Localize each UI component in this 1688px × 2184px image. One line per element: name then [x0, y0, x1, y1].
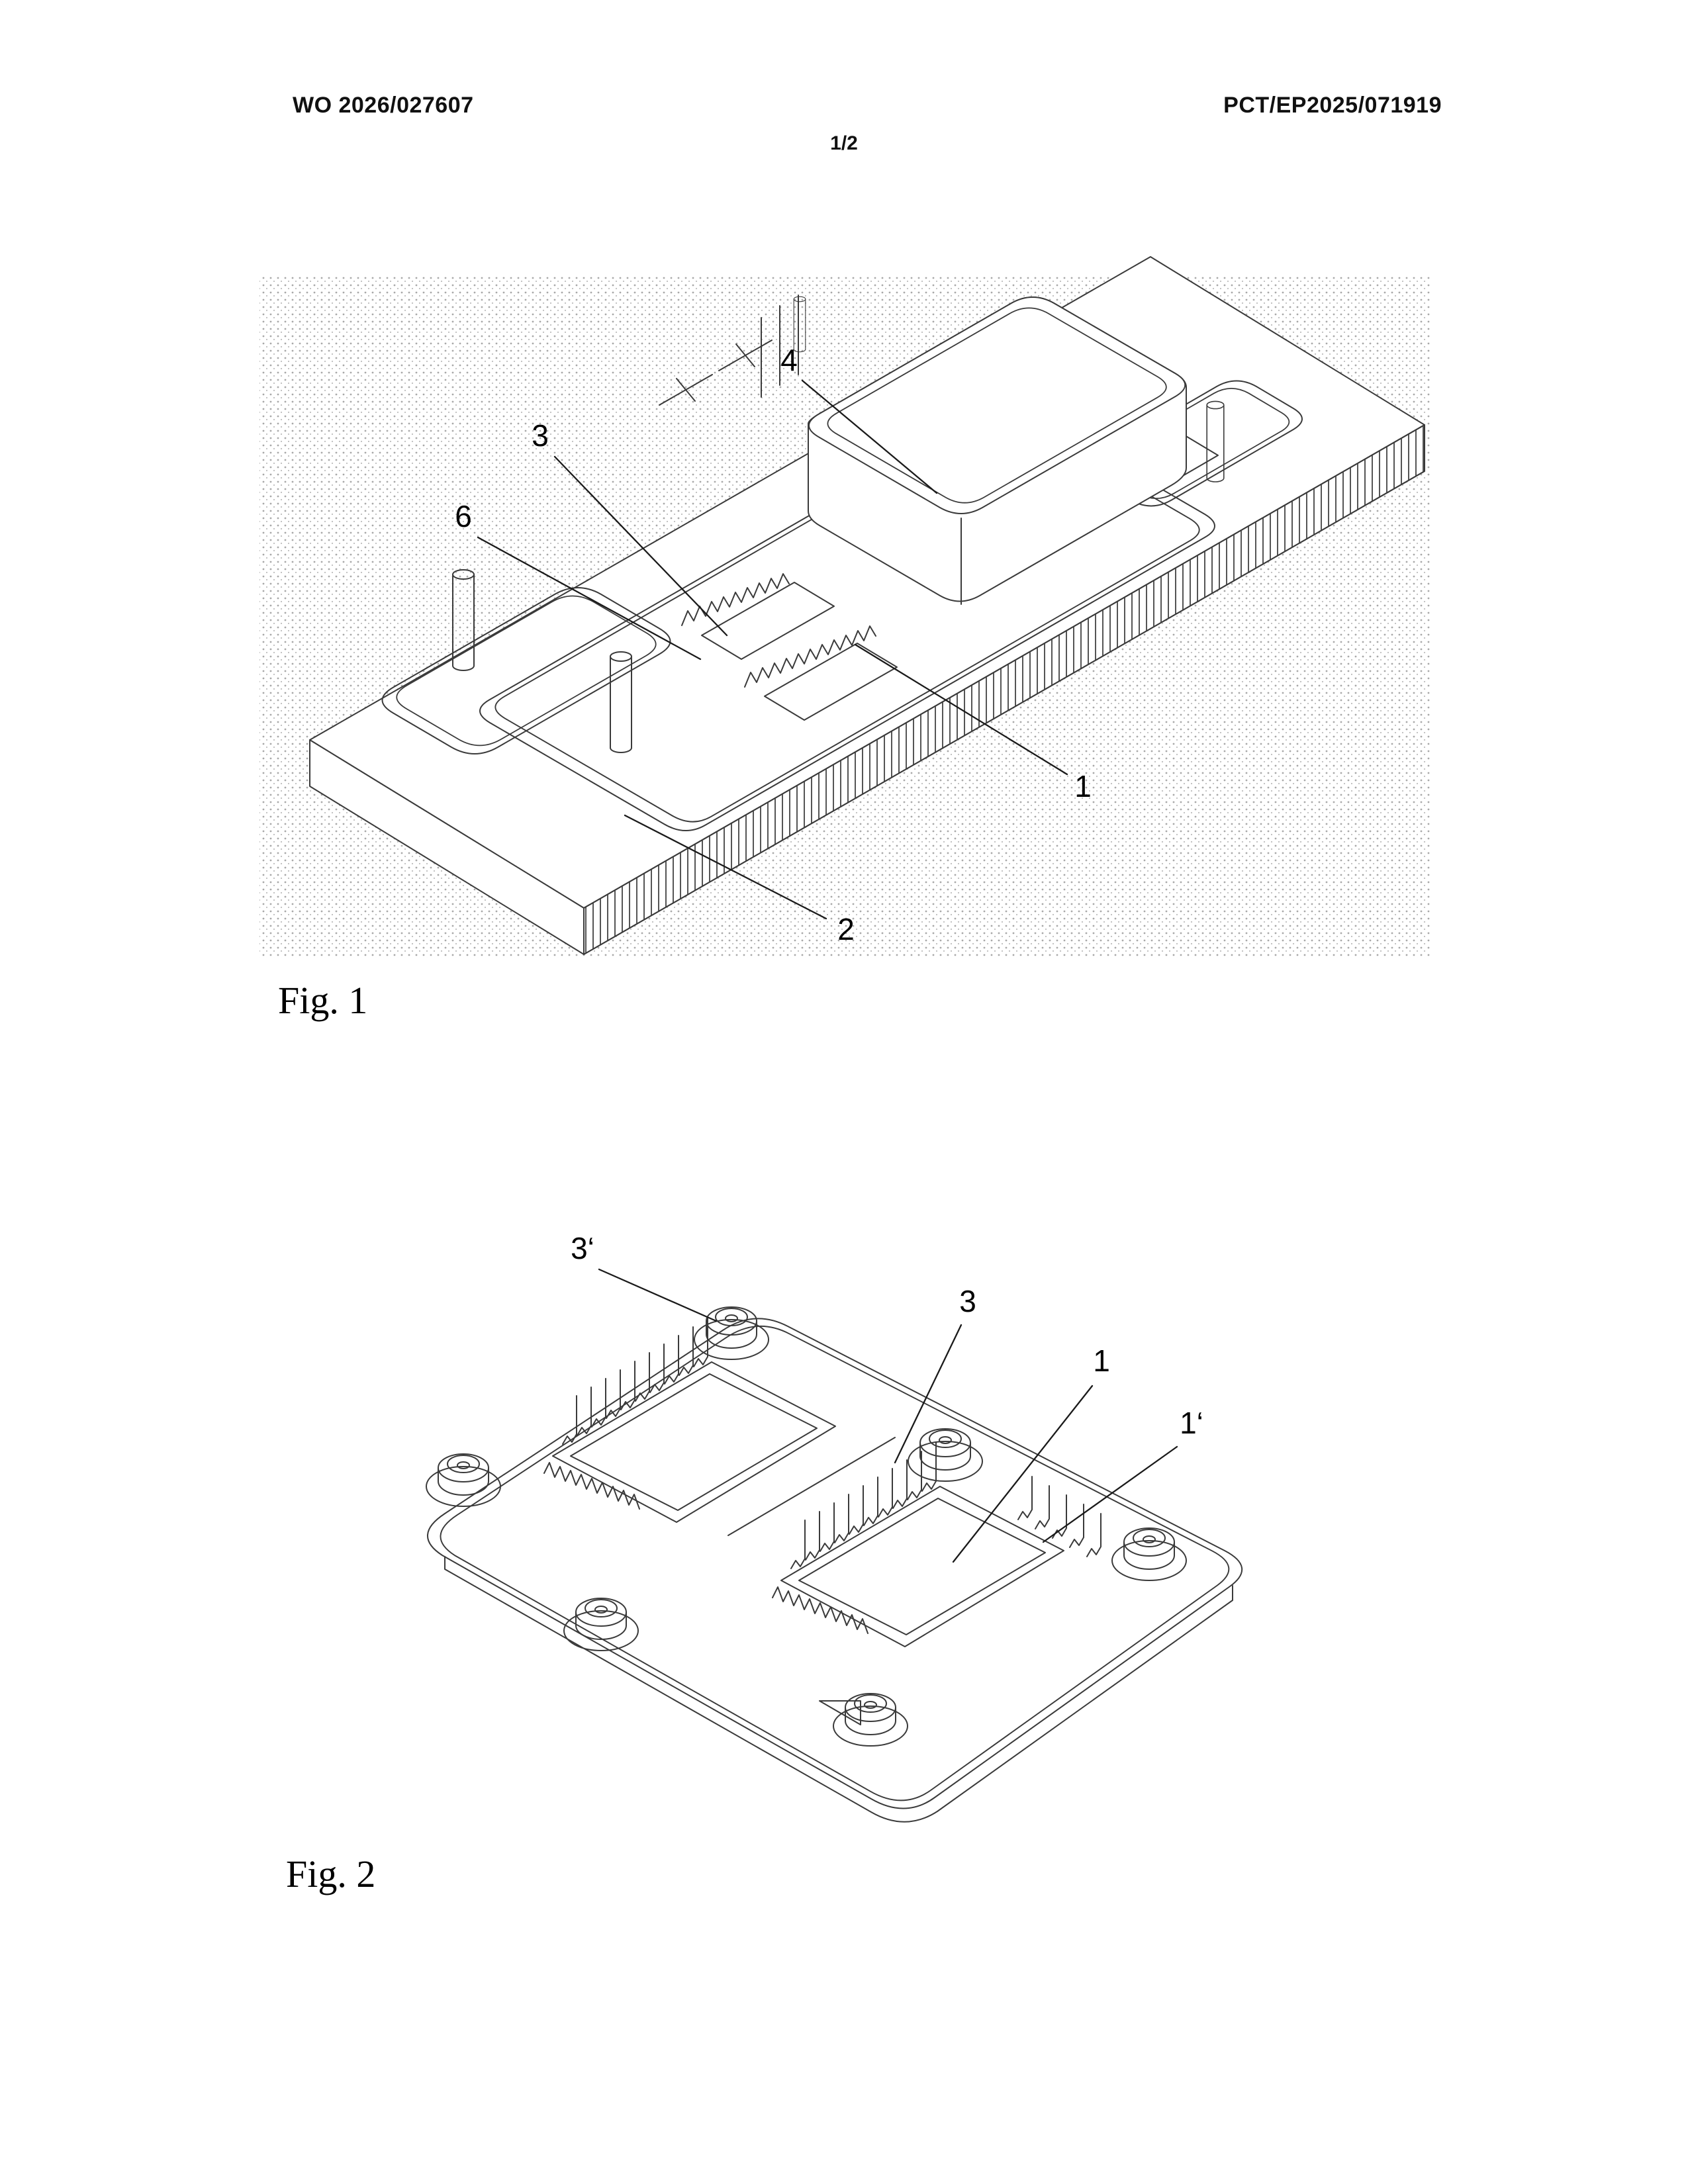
terminal-pins-top: [761, 295, 799, 398]
fig2-ref-1: 1: [1093, 1343, 1110, 1378]
pin-row: [562, 1318, 708, 1445]
pin-row: [1017, 1476, 1102, 1557]
index-wedge: [819, 1700, 861, 1725]
fig2-ref-1-prime: 1‘: [1180, 1406, 1203, 1440]
power-module-right: [780, 1486, 1064, 1647]
fig1-ref-1: 1: [1074, 769, 1092, 803]
fig1-ref-4: 4: [780, 343, 798, 377]
pin-row: [744, 625, 876, 688]
heatsink-fins: [583, 424, 1425, 955]
power-module-left: [552, 1361, 836, 1523]
publication-number: WO 2026/027607: [293, 93, 474, 118]
sheet-indicator: 1/2: [830, 132, 858, 154]
fig2-ref-3: 3: [959, 1284, 976, 1318]
fig2-ref-3-prime: 3‘: [571, 1231, 594, 1265]
baseplate-thickness-edge: [444, 1556, 1233, 1823]
application-number: PCT/EP2025/071919: [1223, 93, 1442, 118]
pin-row: [790, 1442, 937, 1569]
fig1-ref-3: 3: [532, 418, 549, 453]
pin-row: [543, 1462, 640, 1510]
fig1-ref-6: 6: [455, 499, 472, 533]
figure-1-caption: Fig. 1: [278, 979, 368, 1022]
pocket-divider: [727, 1437, 896, 1536]
pin-row: [772, 1586, 868, 1634]
module-pin-rows: [543, 1318, 1102, 1634]
figure-2-drawing: 3‘ 3 1 1‘: [426, 1231, 1243, 1823]
figure-1-leader-lines: [477, 379, 1068, 920]
clip-brackets: [659, 340, 773, 406]
figure-2-leader-lines: [598, 1268, 1178, 1563]
figure-2-caption: Fig. 2: [286, 1852, 376, 1895]
figure-1-drawing: 4 3 6 1 2: [259, 256, 1430, 958]
fig1-ref-2: 2: [837, 912, 855, 946]
